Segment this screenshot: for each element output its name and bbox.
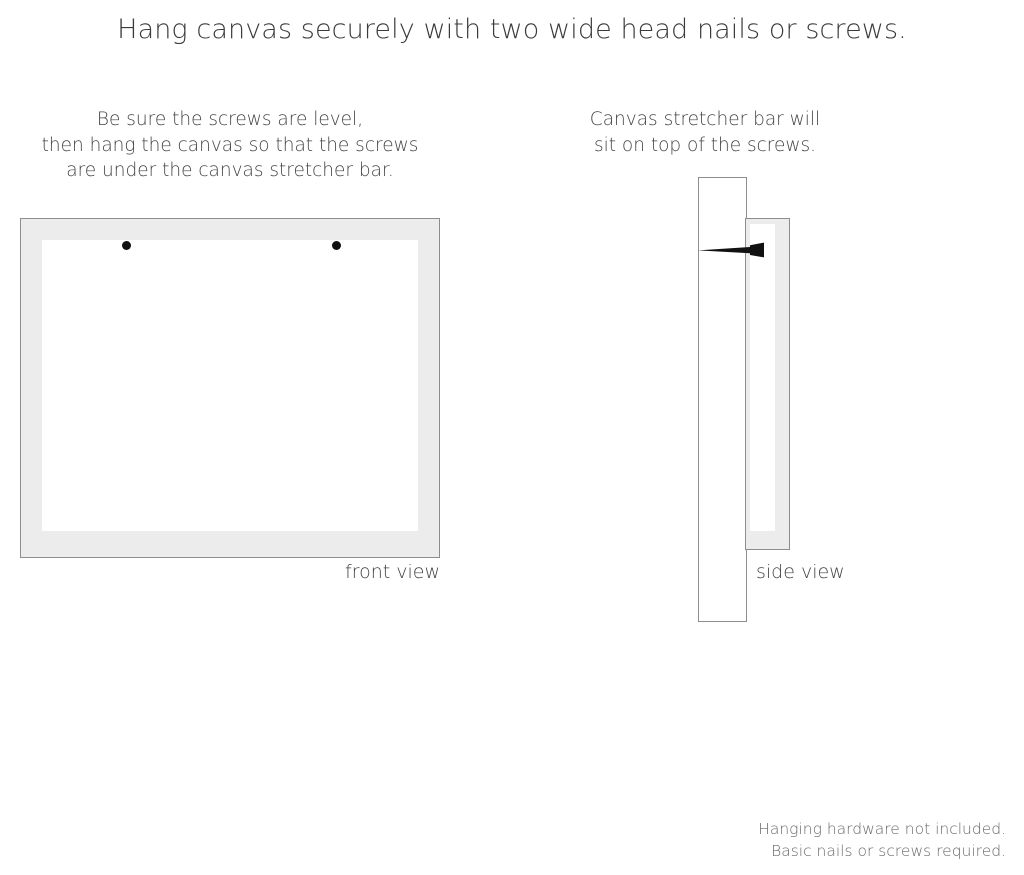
- page-title: Hang canvas securely with two wide head …: [117, 14, 907, 45]
- side-view-label: side view: [756, 561, 845, 583]
- front-view-label: front view: [345, 561, 440, 583]
- front-view-caption-line-1: Be sure the screws are level,: [96, 109, 364, 130]
- footer-note-line-1: Hanging hardware not included.: [758, 820, 1006, 838]
- front-view-caption-line-2: then hang the canvas so that the screws: [41, 134, 419, 156]
- front-view-caption-line-3: are under the canvas stretcher bar.: [66, 160, 394, 181]
- side-view-caption-line-2: sit on top of the screws.: [593, 134, 817, 156]
- screw-head-left-icon: [122, 241, 131, 250]
- screw-head-right-icon: [332, 241, 341, 250]
- side-view-caption: Canvas stretcher bar will sit on top of …: [575, 107, 835, 158]
- front-view-caption: Be sure the screws are level, then hang …: [20, 107, 440, 184]
- canvas-stretcher-bar-side: [745, 218, 790, 550]
- canvas-stretcher-bar-front: [20, 218, 440, 558]
- canvas-face-side: [750, 224, 775, 531]
- screw-side-icon: [698, 242, 764, 258]
- canvas-face-front: [42, 240, 418, 531]
- front-view-diagram: [20, 218, 440, 558]
- footer-note-line-2: Basic nails or screws required.: [771, 842, 1006, 860]
- side-view-caption-line-1: Canvas stretcher bar will: [589, 109, 821, 130]
- footer-note: Hanging hardware not included. Basic nai…: [758, 818, 1006, 862]
- side-view-diagram: [690, 170, 840, 635]
